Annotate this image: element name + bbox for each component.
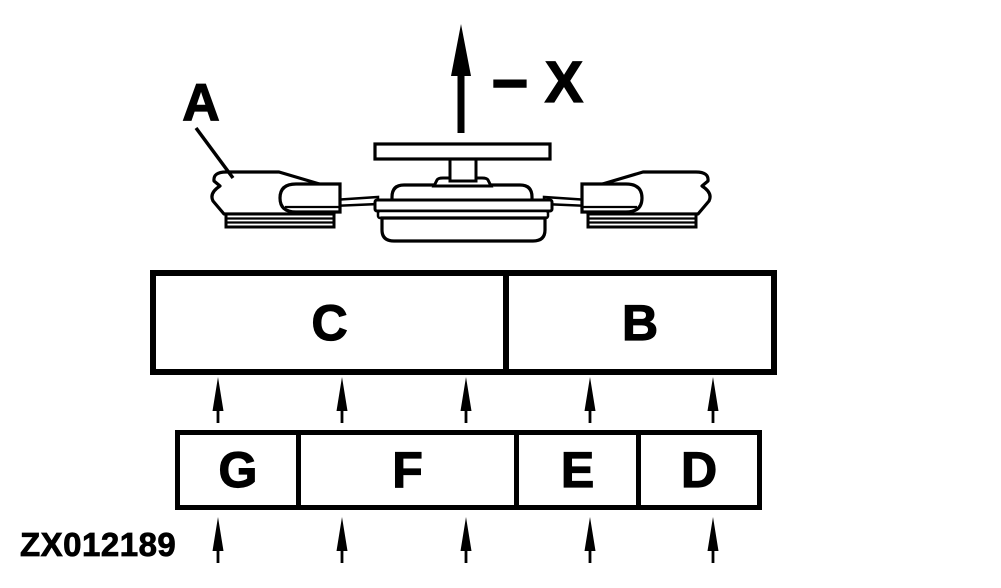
lower-box-cell-d: D bbox=[680, 442, 718, 498]
upward-flow-arrows-row-2 bbox=[212, 517, 719, 563]
upward-flow-arrows-row-1 bbox=[212, 377, 719, 423]
lower-box-cell-f: F bbox=[392, 442, 424, 498]
lower-box-divider-2 bbox=[514, 435, 519, 505]
lower-box-divider-3 bbox=[636, 435, 641, 505]
upper-box-cell-b: B bbox=[621, 294, 659, 351]
hub-dome bbox=[390, 183, 534, 204]
axis-label-x: X bbox=[544, 50, 584, 115]
spindle-hub bbox=[373, 142, 554, 243]
upper-box-divider bbox=[503, 276, 509, 369]
lower-box-cell-e: E bbox=[560, 442, 595, 498]
lower-box-divider-1 bbox=[296, 435, 301, 505]
upper-box bbox=[150, 270, 777, 375]
lower-box-cell-g: G bbox=[218, 442, 258, 498]
upper-box-cell-c: C bbox=[311, 294, 348, 351]
up-arrow-icon bbox=[451, 24, 471, 133]
lower-box bbox=[175, 430, 762, 510]
figure-code: ZX012189 bbox=[20, 526, 177, 563]
part-label-a: A bbox=[182, 74, 221, 132]
hub-cup bbox=[380, 216, 547, 243]
hub-disc bbox=[373, 198, 554, 213]
spindle-stem bbox=[448, 157, 478, 183]
axis-dash: − bbox=[491, 47, 530, 119]
blade-sail-right bbox=[580, 182, 644, 214]
label-a-leader-line bbox=[194, 126, 235, 180]
blade-sail-left bbox=[278, 182, 342, 214]
spindle-cap bbox=[373, 142, 552, 161]
